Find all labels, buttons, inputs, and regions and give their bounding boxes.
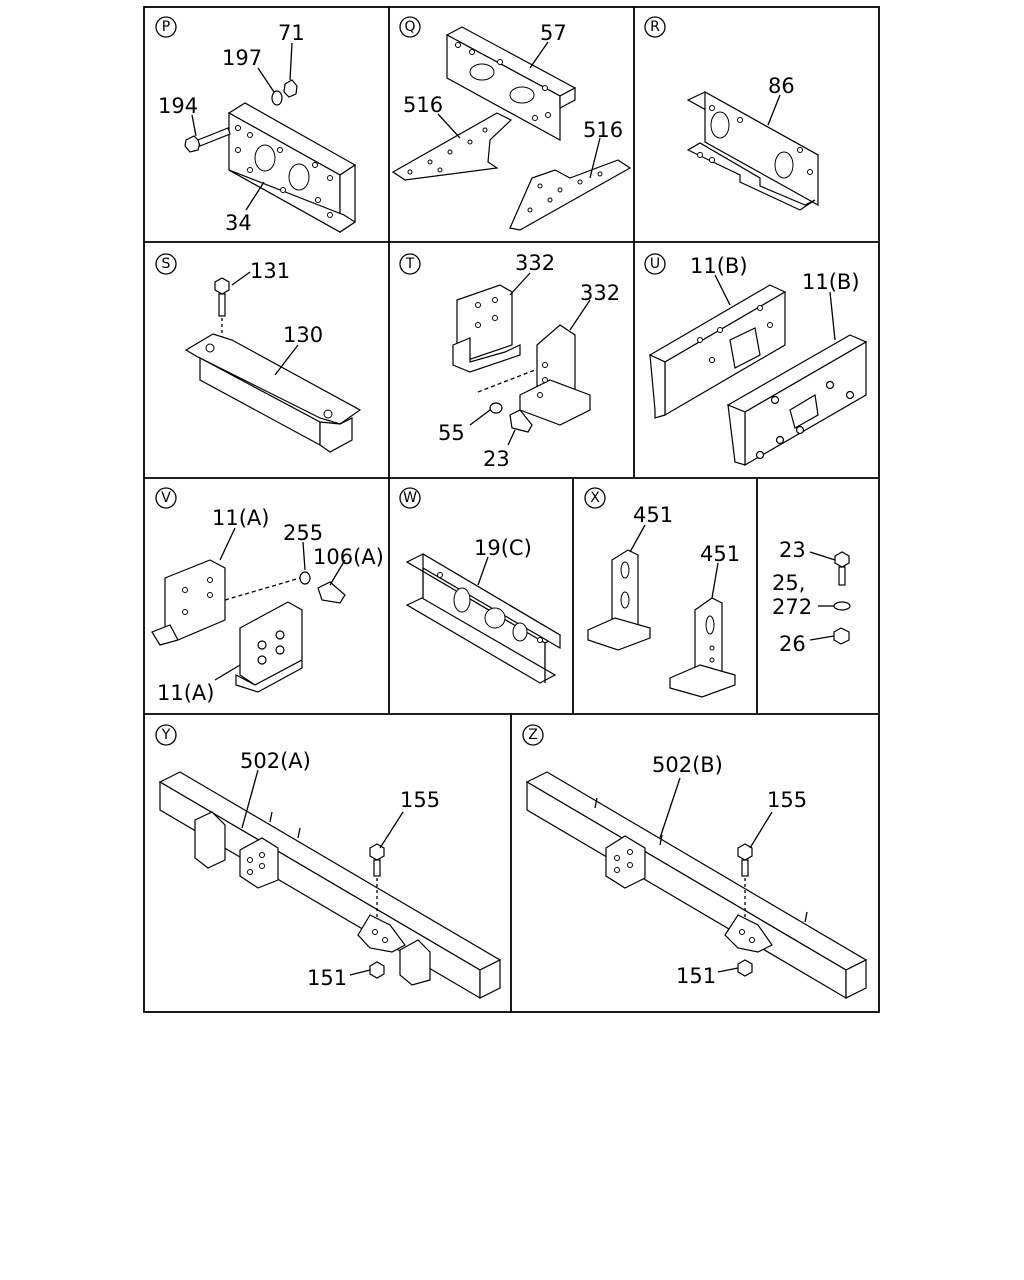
part-34-bracket [227, 102, 357, 234]
label-11a-top: 11(A) [212, 506, 269, 530]
label-451-left: 451 [633, 503, 673, 527]
label-332-left: 332 [515, 251, 555, 275]
part-19c-beam [405, 552, 562, 684]
label-34: 34 [225, 211, 252, 235]
label-71: 71 [278, 21, 305, 45]
part-332-bracket-right [519, 324, 591, 426]
label-255: 255 [283, 521, 323, 545]
section-t: T 332 332 55 23 [399, 251, 620, 471]
label-19c: 19(C) [474, 536, 532, 560]
part-23-bolt [509, 409, 533, 433]
part-194-bolt [184, 127, 231, 153]
section-s: S 131 130 [155, 253, 362, 453]
label-106a: 106(A) [313, 545, 384, 569]
part-332-bracket-left [452, 284, 521, 373]
part-516-plate-right [509, 159, 632, 231]
section-q: Q 57 516 516 [391, 16, 632, 231]
label-151-z: 151 [676, 964, 716, 988]
section-y-marker: Y [161, 727, 171, 743]
part-106a-bolt [317, 581, 346, 604]
section-r-marker: R [650, 19, 660, 35]
label-332-right: 332 [580, 281, 620, 305]
label-451-right: 451 [700, 542, 740, 566]
part-130-crossmember [184, 333, 362, 453]
part-197-washer [271, 90, 283, 106]
label-26: 26 [779, 632, 806, 656]
section-p-marker: P [162, 19, 170, 35]
label-86: 86 [768, 74, 795, 98]
part-11b-rail-left [648, 284, 787, 419]
part-131-bolt [214, 277, 230, 340]
section-w-marker: W [403, 490, 417, 506]
label-130: 130 [283, 323, 323, 347]
section-z-marker: Z [528, 727, 538, 743]
label-155-y: 155 [400, 788, 440, 812]
label-197: 197 [222, 46, 262, 70]
label-23: 23 [483, 447, 510, 471]
part-451-bracket-left [587, 549, 651, 651]
label-11a-bottom: 11(A) [157, 681, 214, 705]
label-502b: 502(B) [652, 753, 723, 777]
label-151-y: 151 [307, 966, 347, 990]
label-516-right: 516 [583, 118, 623, 142]
label-194: 194 [158, 94, 198, 118]
section-r: R 86 [644, 16, 820, 211]
section-w: W 19(C) [399, 487, 562, 684]
part-11a-bracket-bottom [235, 601, 303, 693]
section-fasteners: 23 25, 272 26 [772, 538, 851, 656]
diagram-grid [143, 6, 880, 1013]
section-u: U 11(B) 11(B) [644, 253, 868, 467]
label-272: 272 [772, 595, 812, 619]
part-11b-rail-right [726, 334, 868, 467]
part-57-bracket [445, 26, 577, 142]
section-z: Z 502(B) 155 151 [522, 724, 868, 1000]
part-502b-beam [525, 771, 868, 1000]
label-25: 25, [772, 571, 805, 595]
label-516-left: 516 [403, 93, 443, 117]
label-131: 131 [250, 259, 290, 283]
label-155-z: 155 [767, 788, 807, 812]
label-55: 55 [438, 421, 465, 445]
part-25-272-washer [833, 601, 851, 611]
section-v: V 11(A) 255 106(A) 11(A) [151, 487, 384, 705]
section-p: P 71 197 194 34 [155, 16, 357, 235]
section-u-marker: U [650, 256, 660, 272]
part-55-washer [489, 402, 503, 414]
label-11b-right: 11(B) [802, 270, 860, 294]
part-151-nut-y [369, 961, 385, 979]
part-151-nut-z [737, 959, 753, 977]
label-23-fastener: 23 [779, 538, 806, 562]
part-26-nut [833, 627, 850, 645]
label-502a: 502(A) [240, 749, 311, 773]
section-t-marker: T [405, 256, 415, 272]
part-516-plate-left [391, 112, 513, 181]
part-71-nut [283, 79, 298, 98]
section-y: Y 502(A) 155 151 [155, 724, 502, 1000]
part-255-washer [299, 571, 311, 585]
section-v-marker: V [161, 490, 171, 506]
section-q-marker: Q [404, 19, 415, 35]
part-23-bolt-fastener [834, 551, 850, 586]
part-86-bracket [686, 90, 820, 211]
section-x: X 451 451 [584, 487, 740, 698]
label-57: 57 [540, 21, 567, 45]
section-x-marker: X [590, 490, 600, 506]
part-155-bolt-z [737, 843, 753, 920]
part-502a-beam [158, 771, 502, 1000]
part-11a-bracket-top [151, 559, 226, 646]
part-451-bracket-right [669, 597, 736, 698]
section-s-marker: S [162, 256, 171, 272]
label-11b-left: 11(B) [690, 254, 748, 278]
